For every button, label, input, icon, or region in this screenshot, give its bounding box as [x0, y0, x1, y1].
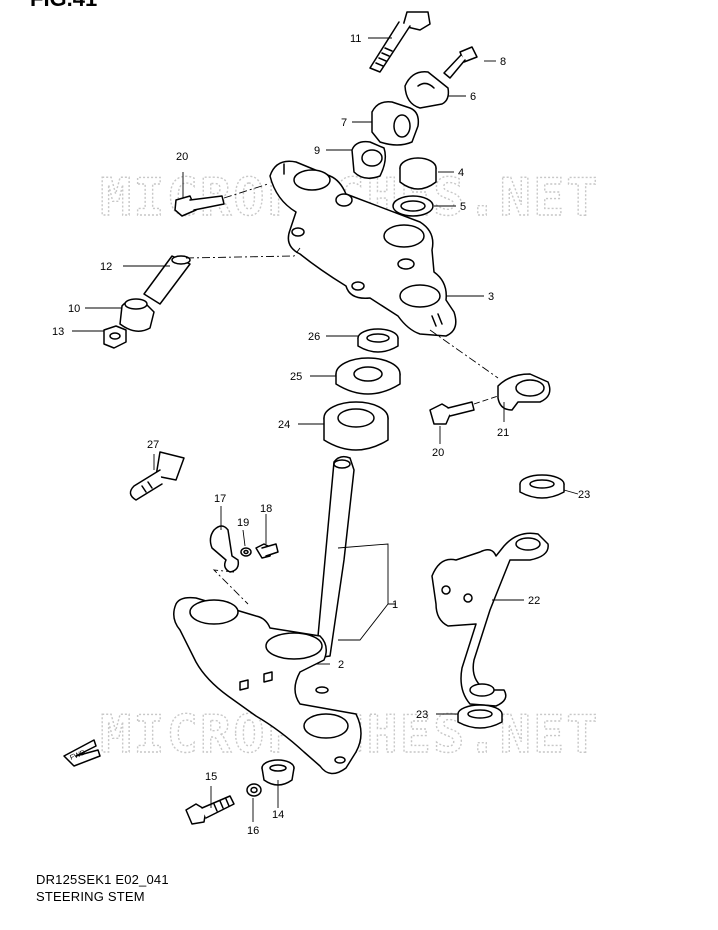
bolt-long-11 — [369, 11, 431, 73]
callout-3: 3 — [488, 291, 494, 303]
bolt-20-upper — [174, 195, 225, 217]
callout-20-upper: 20 — [176, 151, 188, 163]
callout-13: 13 — [52, 326, 64, 338]
callout-21: 21 — [497, 427, 509, 439]
pin-27 — [129, 451, 185, 501]
callout-25: 25 — [290, 371, 302, 383]
callout-6: 6 — [470, 91, 476, 103]
bracket-22 — [431, 532, 549, 707]
callout-10: 10 — [68, 303, 80, 315]
steering-stem-upper-bracket-3 — [269, 160, 457, 337]
callout-4: 4 — [458, 167, 464, 179]
handlebar-holder-lower-7 — [371, 100, 420, 146]
nut-13 — [103, 325, 127, 349]
callout-7: 7 — [341, 117, 347, 129]
bolt-20-lower — [429, 401, 475, 425]
callout-23-lower: 23 — [416, 709, 428, 721]
grommet-23-upper — [519, 474, 565, 499]
figure-caption: STEERING STEM — [36, 889, 145, 904]
bolt-18 — [255, 543, 279, 559]
callout-17: 17 — [214, 493, 226, 505]
callout-9: 9 — [314, 145, 320, 157]
steering-stem-1 — [173, 455, 362, 775]
washer-19 — [240, 547, 252, 557]
cushion-14 — [261, 759, 295, 786]
callout-16: 16 — [247, 825, 259, 837]
callout-22: 22 — [528, 595, 540, 607]
callout-19: 19 — [237, 517, 249, 529]
leader-lines — [72, 37, 579, 822]
steering-stem-nut-26 — [357, 328, 399, 353]
cushion-9 — [351, 140, 387, 179]
washer-5 — [392, 195, 434, 217]
bolt-15 — [185, 795, 235, 825]
cap-4 — [399, 157, 437, 190]
callout-2: 2 — [338, 659, 344, 671]
callout-1: 1 — [392, 599, 398, 611]
callout-27: 27 — [147, 439, 159, 451]
callout-15: 15 — [205, 771, 217, 783]
callout-18: 18 — [260, 503, 272, 515]
bolt-8 — [443, 46, 478, 79]
figure-title: FIG.41 — [30, 0, 97, 12]
callout-26: 26 — [308, 331, 320, 343]
clamp-17 — [209, 525, 240, 573]
callout-12: 12 — [100, 261, 112, 273]
grommet-23-lower — [457, 704, 503, 729]
callout-5: 5 — [460, 201, 466, 213]
washer-16 — [246, 783, 262, 797]
fwd-arrow-icon — [63, 739, 101, 767]
callouts: 11 8 6 7 9 4 5 20 12 10 13 3 26 25 24 21… — [52, 33, 590, 837]
callout-20-lower: 20 — [432, 447, 444, 459]
tube-12 — [143, 255, 191, 305]
callout-23-upper: 23 — [578, 489, 590, 501]
callout-24: 24 — [278, 419, 290, 431]
dust-seal-25 — [335, 357, 401, 395]
callout-11: 11 — [350, 33, 361, 45]
model-code: DR125SEK1 E02_041 — [36, 872, 169, 887]
callout-8: 8 — [500, 56, 506, 68]
handlebar-holder-upper-6 — [404, 71, 450, 109]
cushion-10 — [119, 298, 155, 332]
clamp-21 — [497, 373, 551, 411]
bearing-24 — [323, 401, 389, 451]
callout-14: 14 — [272, 809, 284, 821]
